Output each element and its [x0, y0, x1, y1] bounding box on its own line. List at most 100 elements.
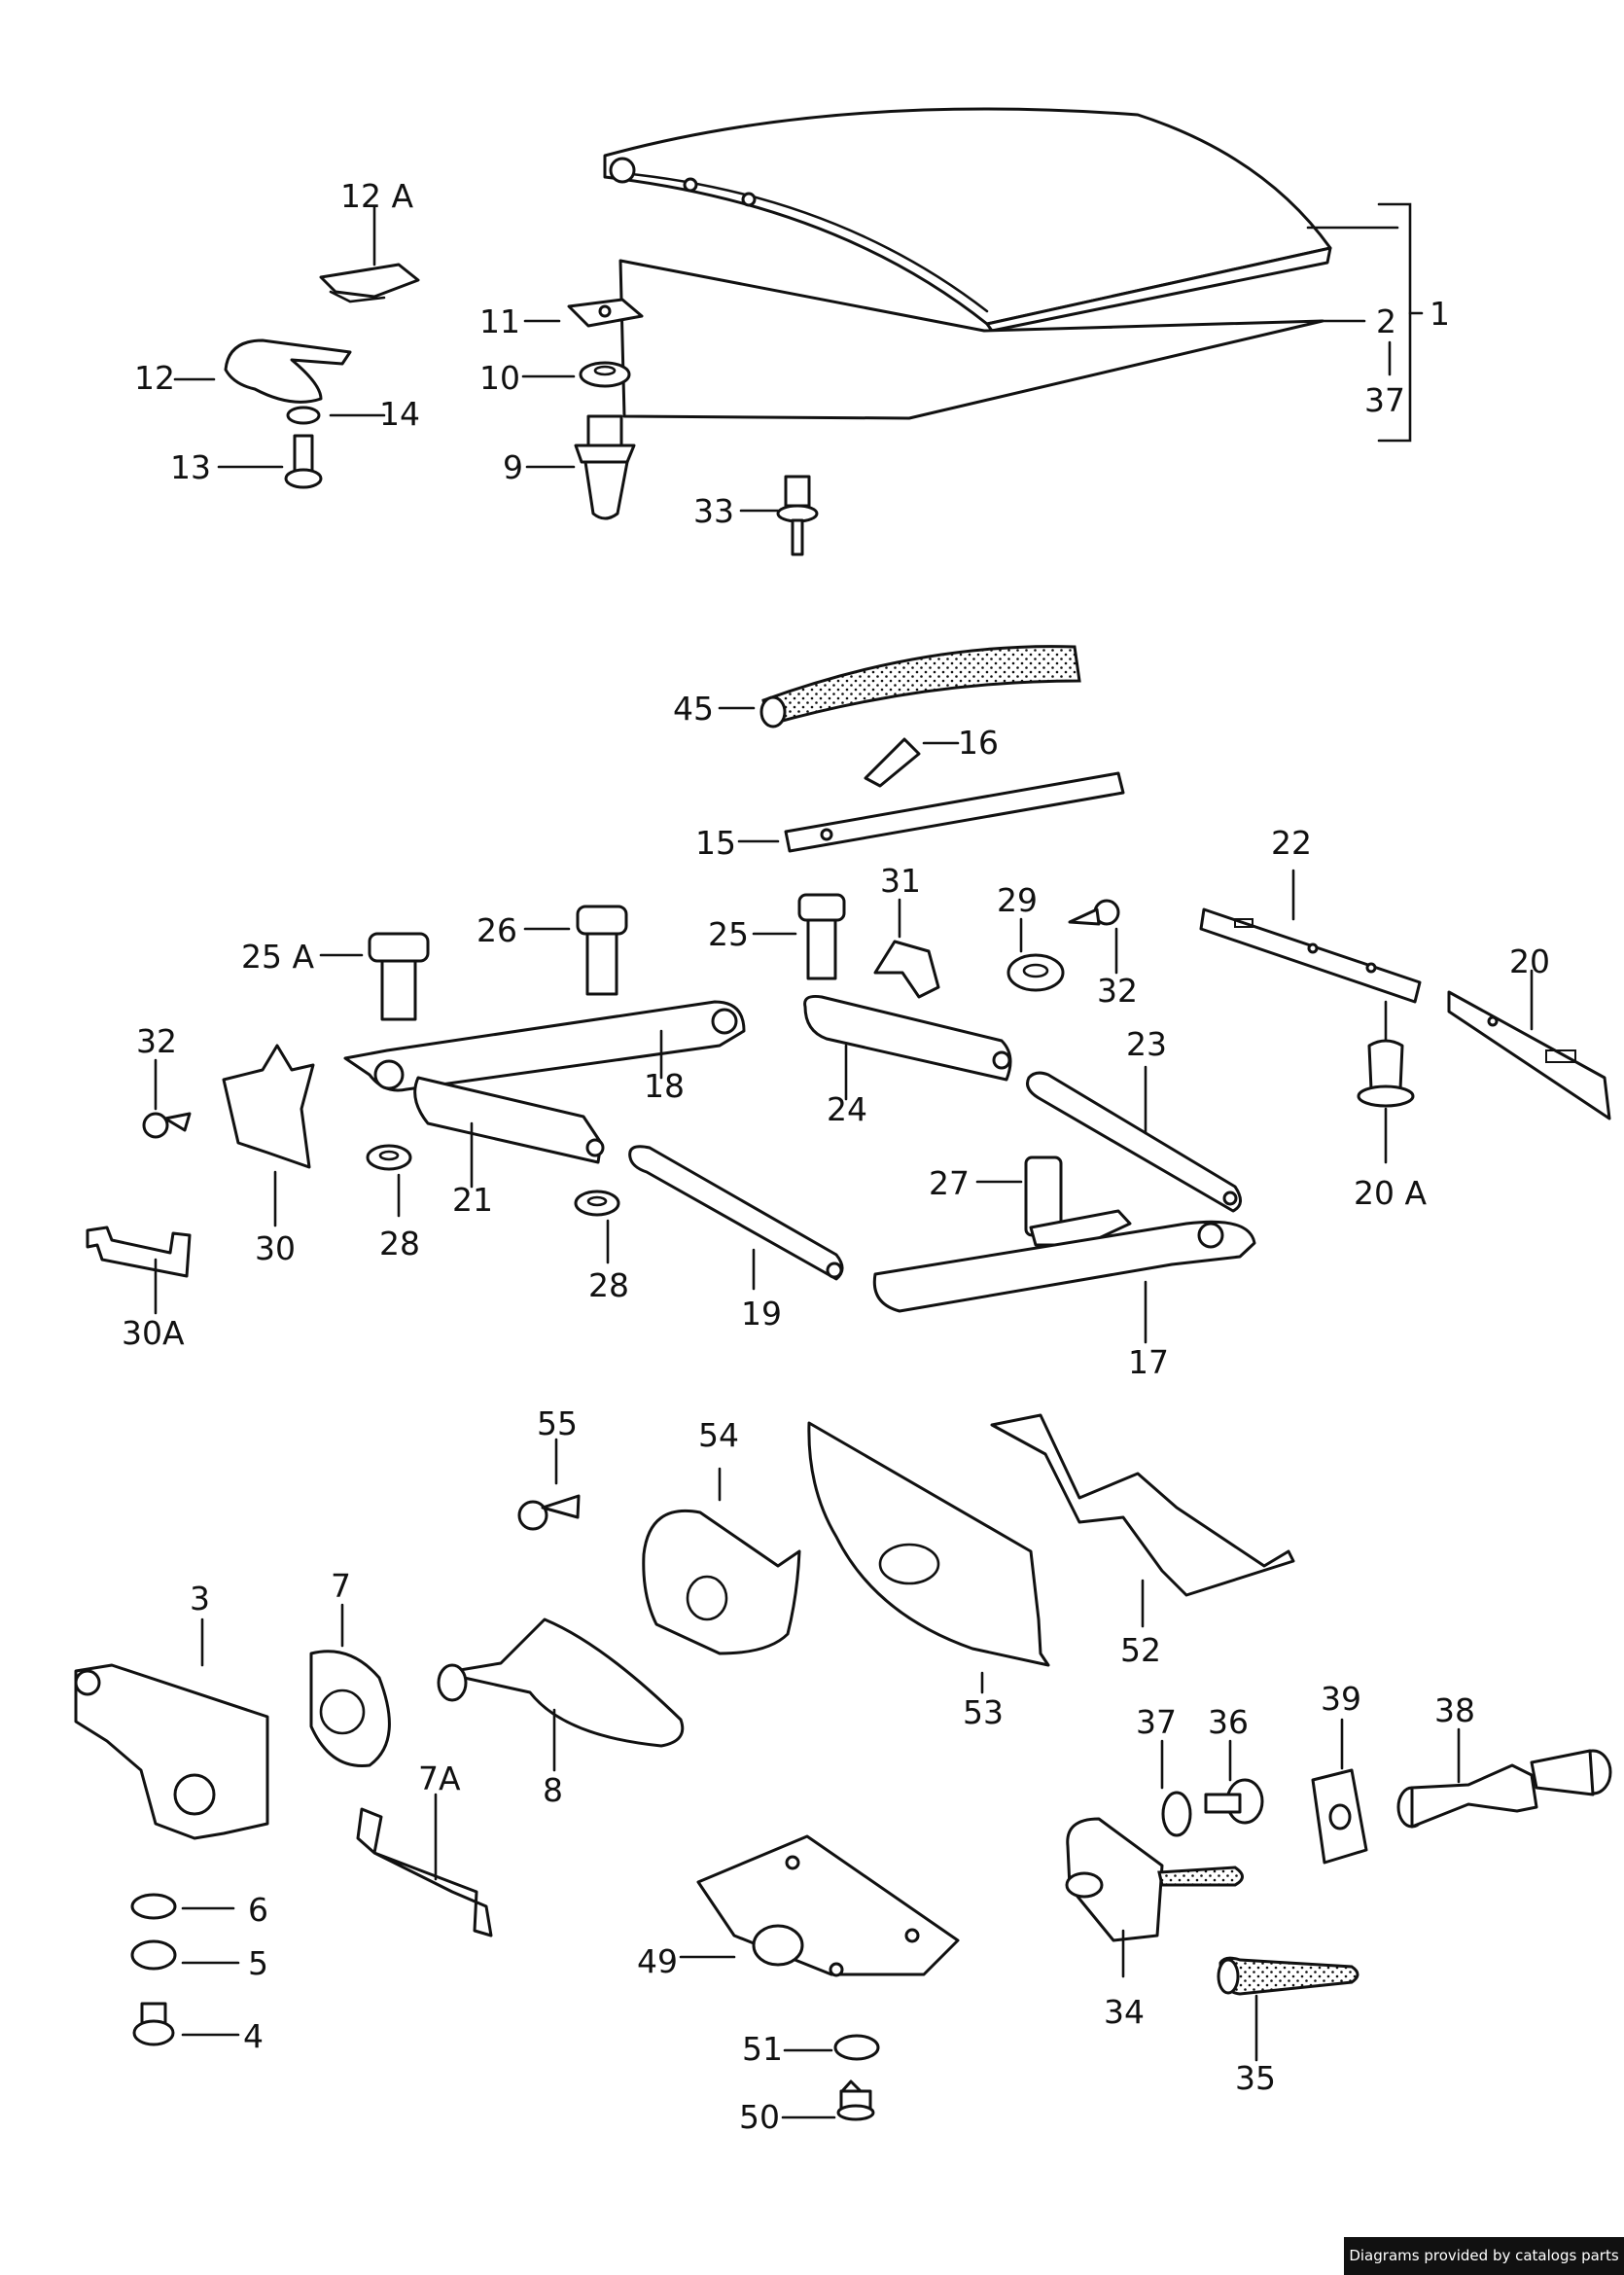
callout-12: 12 — [134, 359, 175, 397]
bolt-36 — [1204, 1739, 1264, 1825]
callout-27: 27 — [929, 1164, 970, 1202]
mount-34 — [1065, 1817, 1244, 1978]
link-24 — [803, 995, 1012, 1101]
bracket-31 — [873, 898, 940, 999]
seal-45 — [718, 645, 1081, 729]
clip-29 — [1006, 917, 1065, 992]
callout-6: 6 — [248, 1891, 268, 1929]
pin-25 — [752, 893, 846, 980]
callout-2: 2 — [1376, 302, 1396, 340]
screw-32-left — [142, 1058, 192, 1139]
rail-20 — [1447, 969, 1611, 1120]
callout-51: 51 — [742, 2030, 783, 2068]
clip-37 — [1160, 1739, 1192, 1837]
hinge-clamp-12 — [173, 338, 352, 404]
callout-32-right: 32 — [1097, 972, 1138, 1010]
link-19 — [628, 1145, 844, 1291]
rail-15 — [737, 771, 1125, 853]
callout-7a: 7A — [418, 1760, 461, 1797]
pivot-27 — [975, 1155, 1132, 1247]
callout-49: 49 — [637, 1942, 678, 1980]
push-clip-20a — [1357, 1039, 1415, 1164]
spacer-10 — [521, 361, 631, 388]
bolt-4 — [132, 2002, 240, 2046]
callout-23: 23 — [1126, 1025, 1167, 1063]
callout-30a: 30A — [122, 1314, 185, 1352]
callout-34: 34 — [1104, 1993, 1145, 2031]
callout-52: 52 — [1120, 1631, 1161, 1669]
callout-12a: 12 A — [340, 177, 413, 215]
washer-14 — [286, 406, 386, 425]
callout-55: 55 — [537, 1404, 578, 1442]
screw-13 — [217, 434, 323, 489]
washer-51 — [783, 2034, 880, 2061]
arm-18 — [343, 1000, 746, 1092]
arm-17 — [872, 1220, 1256, 1344]
callout-50: 50 — [739, 2098, 780, 2136]
callout-45: 45 — [673, 690, 714, 728]
clip-12a — [319, 204, 420, 303]
rod-38 — [1396, 1727, 1612, 1829]
callout-19: 19 — [741, 1295, 782, 1333]
foam-plug-35 — [1217, 1956, 1359, 2062]
callout-16: 16 — [958, 724, 999, 762]
callout-9: 9 — [503, 448, 523, 486]
callout-25a: 25 A — [241, 938, 314, 976]
callout-11: 11 — [479, 302, 520, 340]
washer-6 — [130, 1893, 235, 1920]
callout-13: 13 — [170, 448, 211, 486]
callout-25: 25 — [708, 915, 749, 953]
callout-18: 18 — [644, 1067, 685, 1105]
callout-5: 5 — [248, 1944, 268, 1982]
screw-16 — [864, 737, 960, 788]
callout-17: 17 — [1128, 1343, 1169, 1381]
callout-4: 4 — [243, 2017, 264, 2055]
callout-24: 24 — [827, 1090, 867, 1128]
link-23 — [1026, 1065, 1242, 1213]
callout-31: 31 — [880, 862, 921, 900]
square-nut-11 — [523, 298, 644, 328]
callout-20: 20 — [1509, 942, 1550, 980]
callout-38: 38 — [1434, 1691, 1475, 1729]
rail-22 — [1199, 869, 1422, 1043]
pad-39 — [1311, 1718, 1368, 1865]
callout-labels: 1 2 37 12 A 12 14 13 11 10 9 33 45 16 15… — [122, 177, 1550, 2136]
callout-53: 53 — [963, 1693, 1004, 1731]
callout-37-bottom: 37 — [1136, 1703, 1177, 1741]
callout-35: 35 — [1235, 2059, 1276, 2097]
callout-10: 10 — [479, 359, 520, 397]
clip-28-center — [574, 1190, 620, 1264]
callout-30: 30 — [255, 1229, 296, 1267]
pin-26 — [523, 905, 628, 996]
stud-9 — [525, 414, 636, 520]
credit-banner: Diagrams provided by catalogs parts — [1344, 2237, 1624, 2275]
grommet-7 — [309, 1603, 391, 1767]
group-bracket — [1306, 202, 1424, 443]
callout-14: 14 — [379, 395, 420, 433]
cover-54 — [642, 1467, 801, 1655]
callout-7: 7 — [331, 1567, 351, 1605]
callout-8: 8 — [543, 1771, 563, 1809]
callout-37-top: 37 — [1364, 381, 1405, 419]
screw-55 — [517, 1438, 581, 1531]
link-21 — [413, 1076, 605, 1189]
panel-53 — [807, 1421, 1050, 1694]
callout-28-left: 28 — [379, 1225, 420, 1262]
rivet-33 — [739, 475, 819, 556]
callout-32-left: 32 — [136, 1022, 177, 1060]
screw-32-right — [1068, 899, 1120, 975]
screw-50 — [781, 2079, 875, 2121]
roof-panel — [603, 107, 1332, 333]
callout-22: 22 — [1271, 824, 1312, 862]
bracket-52 — [990, 1413, 1295, 1628]
handle-8 — [437, 1617, 685, 1772]
callout-33: 33 — [693, 492, 734, 530]
latch-3 — [74, 1617, 269, 1840]
callout-15: 15 — [695, 824, 736, 862]
cover-30 — [222, 1044, 315, 1227]
callout-26: 26 — [477, 911, 517, 949]
clip-28-left — [366, 1144, 412, 1218]
callout-54: 54 — [698, 1416, 739, 1454]
pin-25a — [319, 932, 430, 1021]
